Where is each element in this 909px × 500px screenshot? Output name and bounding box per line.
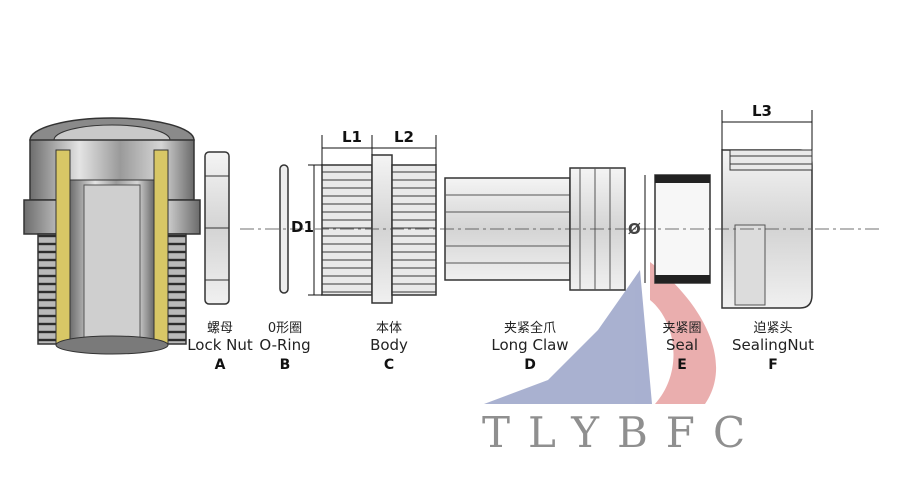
component-a-letter: A bbox=[214, 357, 226, 374]
component-label-f: 迫紧头 SealingNut F bbox=[718, 321, 828, 374]
watermark-logo bbox=[484, 262, 717, 404]
dimension-l1-label: L1 bbox=[342, 128, 362, 146]
lock-nut-part bbox=[204, 151, 230, 305]
component-f-letter: F bbox=[768, 357, 778, 374]
component-b-chinese: 0形圈 bbox=[267, 321, 303, 336]
logo-blue-sail bbox=[484, 270, 652, 404]
dimension-lines bbox=[308, 110, 813, 296]
component-d-chinese: 夹紧全爪 bbox=[503, 321, 556, 336]
component-a-chinese: 螺母 bbox=[206, 321, 233, 336]
assembled-cable-gland bbox=[23, 117, 201, 355]
component-label-d: 夹紧全爪 Long Claw D bbox=[475, 321, 585, 374]
component-c-english: Body bbox=[370, 335, 408, 354]
component-e-letter: E bbox=[677, 357, 687, 374]
component-d-letter: D bbox=[524, 357, 536, 374]
logo-red-sail bbox=[650, 262, 717, 404]
diameter-symbol: Ø bbox=[628, 220, 641, 238]
component-a-english: Lock Nut bbox=[187, 335, 253, 354]
component-f-chinese: 迫紧头 bbox=[753, 321, 793, 336]
watermark-text: TLYBFC bbox=[482, 408, 764, 457]
component-f-english: SealingNut bbox=[732, 335, 814, 354]
dimension-l2-label: L2 bbox=[394, 128, 414, 146]
component-d-english: Long Claw bbox=[491, 335, 569, 354]
body-part bbox=[321, 154, 437, 304]
component-b-letter: B bbox=[279, 357, 291, 374]
component-b-english: O-Ring bbox=[259, 335, 311, 354]
component-e-chinese: 夹紧圈 bbox=[662, 321, 702, 336]
component-label-c: 本体 Body C bbox=[349, 321, 429, 374]
component-label-b: 0形圈 O-Ring B bbox=[240, 321, 330, 374]
component-e-english: Seal bbox=[665, 335, 699, 354]
component-c-letter: C bbox=[383, 357, 395, 374]
dimension-d1-label: D1 bbox=[291, 218, 314, 236]
component-c-chinese: 本体 bbox=[375, 321, 402, 336]
component-label-a: 螺母 Lock Nut A bbox=[170, 321, 270, 374]
dimension-l3-label: L3 bbox=[752, 102, 772, 120]
component-label-e: 夹紧圈 Seal E bbox=[642, 321, 722, 374]
